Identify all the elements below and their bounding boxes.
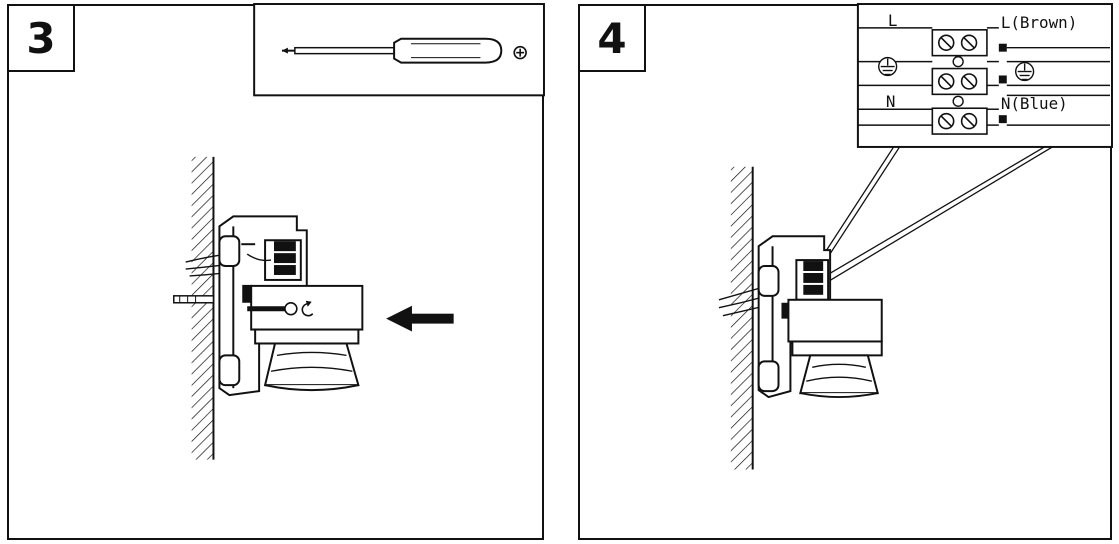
phillips-screw-head-icon bbox=[513, 45, 527, 60]
terminal-block-earth bbox=[931, 67, 988, 96]
neutral-blue-label: N(Blue) bbox=[1001, 94, 1068, 113]
phillips-screwdriver-icon bbox=[281, 37, 503, 64]
callout-lines bbox=[815, 146, 1053, 285]
wiring-diagram-inset: L N L(Brown) N(Blue) bbox=[856, 3, 1113, 148]
live-left-label: L bbox=[888, 11, 898, 30]
neutral-left-label: N bbox=[886, 92, 896, 111]
terminal-block-l bbox=[931, 29, 988, 57]
terminal-block-n bbox=[931, 107, 988, 135]
step-number-4: 4 bbox=[578, 4, 646, 72]
wall bbox=[730, 166, 754, 470]
push-direction-arrow-icon bbox=[386, 305, 454, 332]
sensor-unit bbox=[787, 298, 883, 398]
earth-ground-icon bbox=[1015, 61, 1035, 82]
step-3-panel: 3 bbox=[7, 3, 545, 540]
step-4-illustration: L N L(Brown) N(Blue) bbox=[718, 3, 1113, 470]
live-brown-label: L(Brown) bbox=[1001, 13, 1077, 32]
step-3-illustration bbox=[173, 3, 545, 460]
fixing-screw bbox=[247, 300, 314, 317]
tool-inset-box bbox=[253, 3, 545, 97]
step-number-3: 3 bbox=[7, 4, 75, 72]
earth-ground-icon bbox=[878, 56, 898, 77]
wall-screw bbox=[173, 295, 215, 304]
step-4-panel: 4 bbox=[578, 3, 1113, 540]
wall bbox=[191, 156, 215, 460]
